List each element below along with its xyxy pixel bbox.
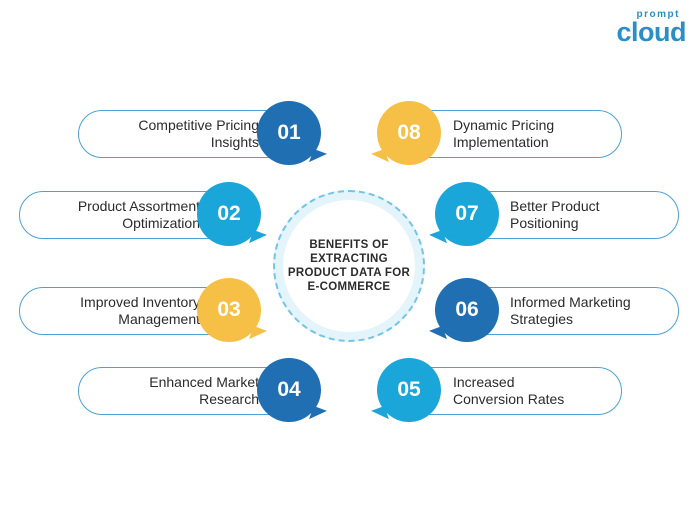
- badge-number-02: 02: [217, 202, 241, 225]
- number-badge-01: 01: [257, 101, 321, 165]
- center-circle-inner: BENEFITS OF EXTRACTING PRODUCT DATA FOR …: [283, 200, 415, 332]
- center-title: BENEFITS OF EXTRACTING PRODUCT DATA FOR …: [288, 238, 410, 294]
- number-badge-04: 04: [257, 358, 321, 422]
- benefit-02-line-1: Product Assortment: [77, 198, 200, 214]
- badge-number-03: 03: [217, 298, 241, 321]
- number-badge-07: 07: [435, 182, 499, 246]
- benefit-04-line-2: Research: [199, 391, 259, 407]
- benefit-02-line-2: Optimization: [122, 215, 200, 231]
- benefit-03-line-2: Management: [118, 311, 200, 327]
- badge-number-05: 05: [397, 378, 421, 401]
- benefit-05-line-2: Conversion Rates: [453, 391, 565, 407]
- benefit-01-line-2: Insights: [210, 134, 259, 150]
- badge-number-08: 08: [397, 121, 421, 144]
- benefit-03-line-1: Improved Inventory: [80, 294, 200, 310]
- center-title-line-1: BENEFITS OF: [309, 239, 389, 251]
- center-title-line-2: EXTRACTING: [310, 253, 388, 265]
- number-badge-08: 08: [377, 101, 441, 165]
- center-circle: BENEFITS OF EXTRACTING PRODUCT DATA FOR …: [273, 190, 425, 342]
- benefit-07-line-1: Better Product: [510, 198, 600, 214]
- center-title-line-3: PRODUCT DATA FOR: [287, 267, 411, 279]
- badge-number-01: 01: [277, 121, 301, 144]
- benefit-07-line-2: Positioning: [510, 215, 579, 231]
- benefit-05-line-1: Increased: [453, 374, 515, 390]
- center-title-line-4: E-COMMERCE: [307, 281, 391, 293]
- benefit-06-line-1: Informed Marketing: [510, 294, 631, 310]
- number-badge-06: 06: [435, 278, 499, 342]
- badge-number-06: 06: [455, 298, 479, 321]
- promptcloud-logo: prompt cloud: [614, 8, 687, 50]
- badge-number-04: 04: [277, 378, 301, 401]
- number-badge-02: 02: [197, 182, 261, 246]
- benefit-08-line-1: Dynamic Pricing: [453, 117, 555, 133]
- benefit-01-line-1: Competitive Pricing: [138, 117, 259, 133]
- badge-number-07: 07: [455, 202, 479, 225]
- number-badge-03: 03: [197, 278, 261, 342]
- benefit-06-line-2: Strategies: [510, 311, 574, 327]
- benefit-04-line-1: Enhanced Market: [149, 374, 259, 390]
- number-badge-05: 05: [377, 358, 441, 422]
- benefit-08-line-2: Implementation: [453, 134, 549, 150]
- logo-big-text: cloud: [616, 17, 687, 47]
- logo-small-text: prompt: [636, 9, 680, 20]
